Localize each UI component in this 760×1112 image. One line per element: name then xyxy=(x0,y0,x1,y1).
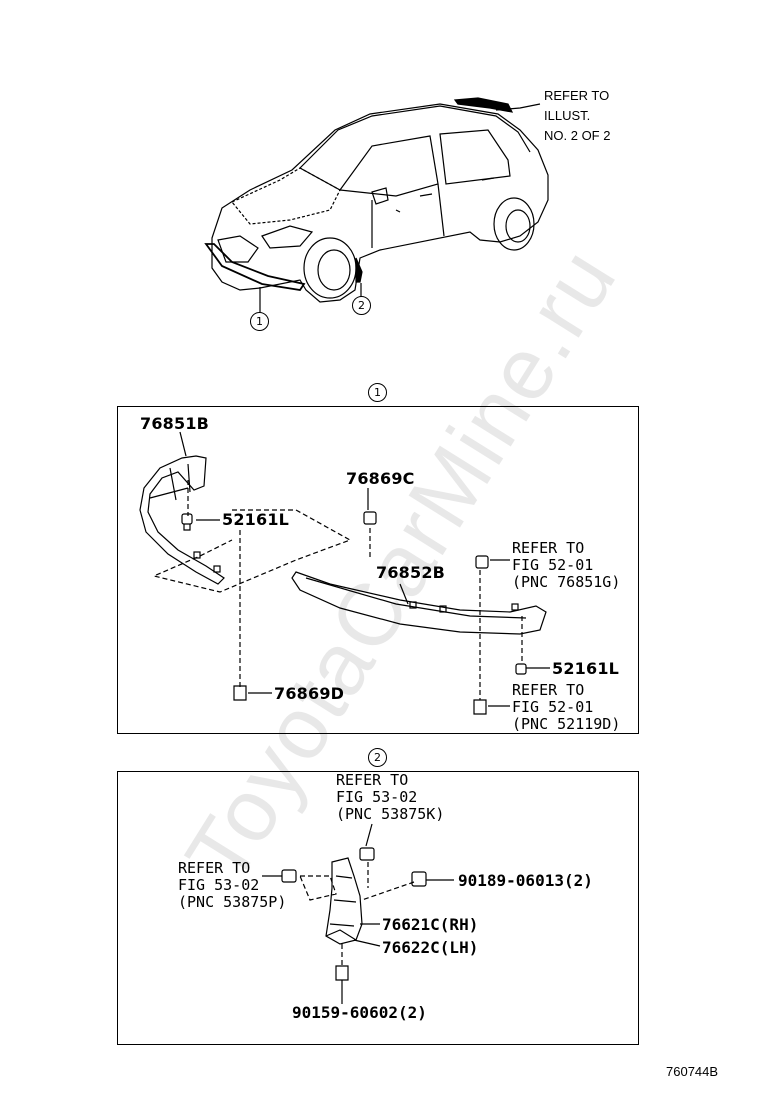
refer-line-2: ILLUST. xyxy=(544,108,591,123)
illustration-code: 760744B xyxy=(666,1064,719,1079)
refer-line: (PNC 53875P) xyxy=(178,893,287,911)
part-76851B: 76851B xyxy=(140,414,210,433)
part-76852B: 76852B xyxy=(376,563,446,582)
section1-marker: 1 xyxy=(368,383,387,402)
refer-line: (PNC 52119D) xyxy=(512,715,621,733)
section1-artwork xyxy=(139,431,550,715)
part-90159-60602: 90159-60602(2) xyxy=(292,1003,427,1022)
refer-line: (PNC 53875K) xyxy=(336,805,445,823)
part-76622C: 76622C(LH) xyxy=(382,938,479,957)
part-52161L-a: 52161L xyxy=(222,510,290,529)
clip-fastener-icons xyxy=(181,511,527,715)
refer-line: FIG 53-02 xyxy=(178,876,260,894)
section2-frame xyxy=(117,771,639,1045)
refer-line: FIG 52-01 xyxy=(512,698,594,716)
section2-artwork xyxy=(262,823,454,1004)
car-illustration xyxy=(204,97,549,312)
part-76621C: 76621C(RH) xyxy=(382,915,479,934)
refer-line: REFER TO xyxy=(512,539,585,557)
refer-line: REFER TO xyxy=(178,859,251,877)
section2-marker: 2 xyxy=(368,748,387,767)
part-90189-06013: 90189-06013(2) xyxy=(458,871,593,890)
refer-fig53-53875P: REFER TO FIG 53-02 (PNC 53875P) xyxy=(178,860,286,911)
refer-line: FIG 53-02 xyxy=(336,788,418,806)
callout-2: 2 xyxy=(352,296,371,315)
refer-fig52-52119D: REFER TO FIG 52-01 (PNC 52119D) xyxy=(512,682,620,733)
refer-line: (PNC 76851G) xyxy=(512,573,621,591)
part-76869C: 76869C xyxy=(346,469,415,488)
refer-fig52-76851G: REFER TO FIG 52-01 (PNC 76851G) xyxy=(512,540,620,591)
refer-fig53-53875K: REFER TO FIG 53-02 (PNC 53875K) xyxy=(336,772,444,823)
part-52161L-b: 52161L xyxy=(552,659,620,678)
refer-line: REFER TO xyxy=(512,681,585,699)
refer-line-1: REFER TO xyxy=(544,88,610,103)
part-76869D: 76869D xyxy=(274,684,345,703)
section1-frame xyxy=(117,406,639,734)
refer-illust-note: REFER TO ILLUST. NO. 2 OF 2 xyxy=(544,86,610,146)
refer-line-3: NO. 2 OF 2 xyxy=(544,128,611,143)
refer-line: REFER TO xyxy=(336,771,409,789)
refer-line: FIG 52-01 xyxy=(512,556,594,574)
callout-1: 1 xyxy=(250,312,269,331)
